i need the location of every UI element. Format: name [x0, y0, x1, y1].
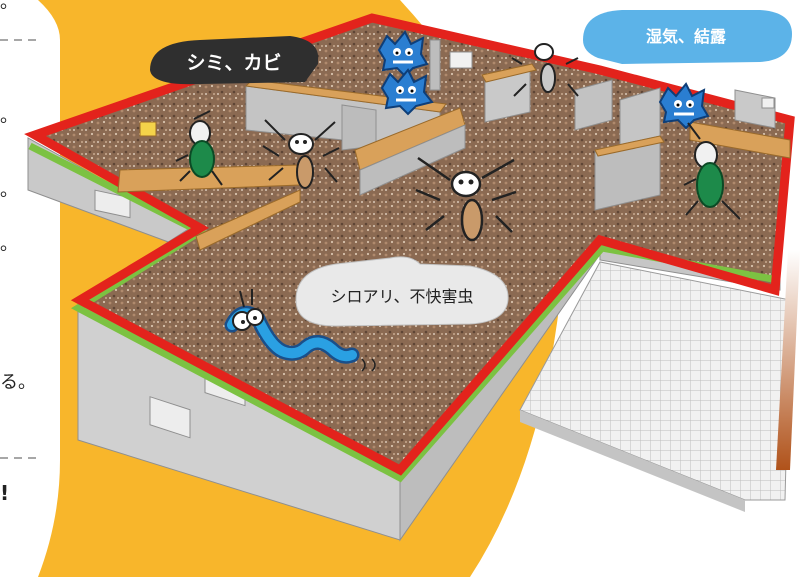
bubble-mold: シミ、カビ: [150, 36, 319, 85]
text-fragment-6: !: [0, 481, 9, 505]
bubble-termites: シロアリ、不快害虫: [295, 256, 509, 327]
termite-icon: [262, 119, 340, 189]
foundation-soil-floor: [35, 18, 790, 470]
left-text-panel: 。 。 。 。 る。 !: [0, 0, 60, 577]
wall-top-red: [24, 13, 795, 476]
text-fragment-3: 。: [0, 180, 18, 201]
text-fragment-5: る。: [0, 372, 36, 393]
cricket-icon: [175, 110, 223, 186]
bubble-mold-label: シミ、カビ: [186, 52, 281, 74]
mold-monster-icon: [658, 82, 710, 130]
bubble-termites-label: シロアリ、不快害虫: [330, 287, 473, 306]
mosquito-icon: [511, 43, 579, 97]
termite-icon: [415, 156, 517, 242]
bubble-moisture-label: 湿気、結露: [645, 27, 727, 46]
cricket-icon: [683, 122, 741, 220]
drain-pipe: [776, 250, 800, 470]
mold-monster-icon: [377, 30, 429, 78]
bubble-moisture: 湿気、結露: [583, 10, 792, 64]
text-fragment-1: 。: [0, 0, 18, 13]
text-fragment-2: 。: [0, 106, 18, 127]
text-fragment-4: 。: [0, 234, 18, 255]
mold-monster-icon: [380, 68, 434, 116]
worm-icon: [224, 289, 376, 372]
